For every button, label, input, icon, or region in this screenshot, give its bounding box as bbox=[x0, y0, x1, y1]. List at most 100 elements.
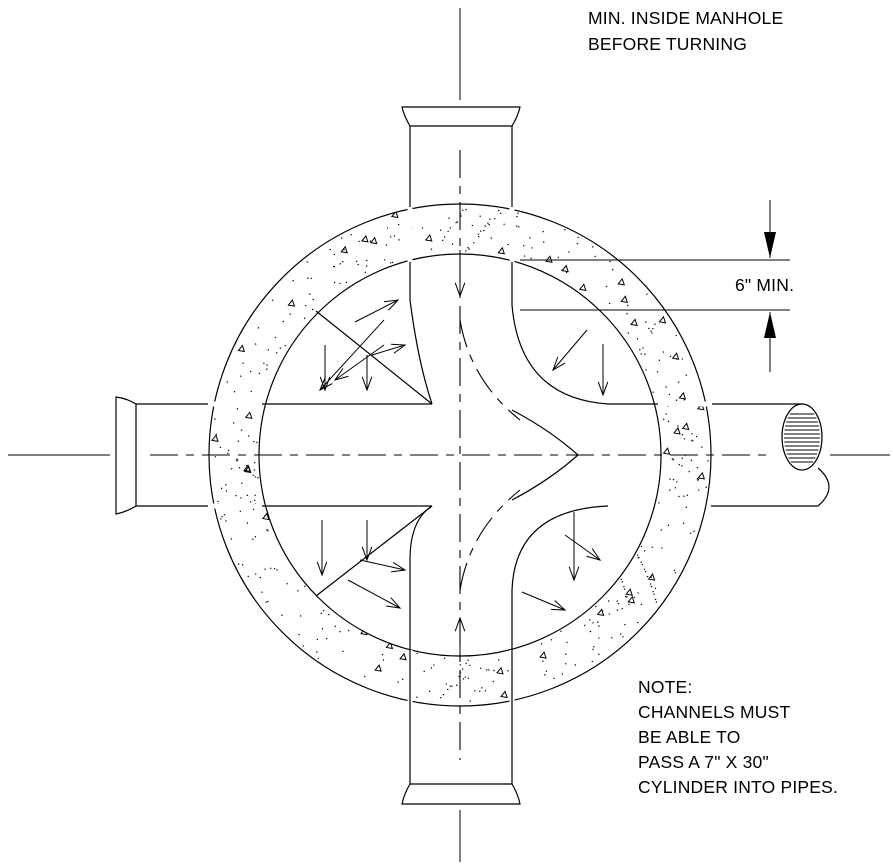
stipple-dot bbox=[471, 224, 474, 227]
stipple-dot bbox=[518, 226, 520, 228]
stipple-dot bbox=[468, 248, 470, 250]
stipple-dot bbox=[233, 391, 236, 393]
stipple-dot bbox=[397, 681, 399, 683]
stipple-dot bbox=[481, 687, 483, 689]
stipple-dot bbox=[616, 609, 619, 611]
stipple-dot bbox=[225, 484, 227, 486]
stipple-dot bbox=[479, 690, 481, 693]
stipple-dot bbox=[681, 457, 683, 460]
stipple-dot bbox=[333, 265, 336, 268]
stipple-dot bbox=[644, 353, 646, 355]
stipple-dot bbox=[442, 239, 444, 242]
stipple-dot bbox=[276, 569, 278, 571]
stipple-dot bbox=[267, 600, 269, 603]
stipple-dot bbox=[266, 364, 268, 366]
stipple-dot bbox=[530, 257, 532, 260]
stipple-dot bbox=[640, 561, 642, 563]
stipple-dot bbox=[681, 358, 683, 360]
stipple-dot bbox=[440, 229, 442, 231]
aggregate-mark bbox=[261, 512, 270, 521]
stipple-dot bbox=[598, 637, 600, 639]
aggregate-mark bbox=[678, 391, 687, 400]
stipple-dot bbox=[608, 613, 610, 615]
note-line2: BE ABLE TO bbox=[638, 727, 741, 747]
stipple-dot bbox=[449, 685, 451, 687]
stipple-dot bbox=[690, 459, 693, 462]
stipple-dot bbox=[423, 670, 425, 672]
stipple-dot bbox=[242, 362, 244, 364]
stipple-dot bbox=[484, 689, 487, 692]
stipple-dot bbox=[235, 458, 238, 460]
stipple-dot bbox=[649, 583, 652, 585]
stipple-dot bbox=[696, 466, 699, 469]
stipple-dot bbox=[230, 468, 233, 470]
flow-arrows bbox=[316, 250, 609, 660]
stipple-dot bbox=[624, 623, 626, 626]
stipple-dot bbox=[247, 575, 249, 578]
stipple-dot bbox=[220, 518, 222, 520]
stipple-dot bbox=[465, 662, 467, 665]
flow-arrow-head bbox=[386, 597, 402, 609]
aggregate-mark bbox=[658, 315, 667, 324]
stipple-dot bbox=[557, 256, 559, 259]
stipple-dot bbox=[469, 700, 471, 702]
stipple-dot bbox=[674, 572, 677, 574]
stipple-dot bbox=[451, 685, 453, 687]
stipple-dot bbox=[560, 630, 562, 632]
aggregate-mark bbox=[211, 434, 219, 442]
stipple-dot bbox=[447, 688, 449, 691]
stipple-dot bbox=[617, 602, 620, 605]
stipple-dot bbox=[448, 217, 450, 219]
centerlines bbox=[8, 8, 890, 862]
stipple-dot bbox=[663, 418, 665, 421]
flow-arrow-head bbox=[333, 368, 349, 381]
stipple-dot bbox=[494, 218, 496, 220]
stipple-dot bbox=[340, 237, 343, 239]
stipple-dot bbox=[334, 625, 336, 628]
stipple-dot bbox=[598, 653, 600, 655]
stipple-dot bbox=[235, 495, 237, 497]
aggregate-mark bbox=[627, 595, 636, 604]
stipple-dot bbox=[298, 633, 300, 636]
aggregate-mark bbox=[237, 344, 246, 353]
stipple-dot bbox=[325, 637, 328, 640]
stipple-dot bbox=[447, 230, 449, 233]
stipple-dot bbox=[623, 586, 625, 588]
stipple-dot bbox=[304, 585, 306, 588]
stipple-dot bbox=[345, 281, 348, 284]
stipple-dot bbox=[685, 506, 688, 509]
flow-arrow-head bbox=[454, 616, 466, 632]
aggregate-mark bbox=[374, 664, 382, 672]
stipple-dot bbox=[459, 664, 462, 666]
stipple-dot bbox=[316, 638, 319, 641]
stipple-dot bbox=[449, 227, 451, 229]
flow-arrow-head bbox=[550, 600, 567, 611]
stipple-dot bbox=[561, 673, 564, 675]
stipple-dot bbox=[675, 334, 677, 337]
stipple-dot bbox=[661, 547, 663, 549]
stipple-dot bbox=[665, 386, 667, 388]
stipple-dot bbox=[678, 495, 680, 498]
stipple-dot bbox=[673, 569, 676, 572]
stipple-dot bbox=[247, 435, 250, 437]
stipple-dot bbox=[484, 225, 486, 227]
stipple-dot bbox=[595, 605, 597, 608]
stipple-dot bbox=[483, 229, 485, 232]
stipple-dot bbox=[653, 593, 655, 595]
stipple-dot bbox=[540, 643, 543, 645]
stipple-dot bbox=[497, 209, 500, 212]
stipple-dot bbox=[221, 515, 223, 518]
stipple-dot bbox=[273, 567, 276, 570]
stipple-dot bbox=[608, 302, 611, 305]
stipple-dot bbox=[553, 677, 555, 680]
flow-arrow-head bbox=[568, 566, 580, 582]
stipple-dot bbox=[433, 664, 435, 666]
aggregate-mark bbox=[360, 234, 369, 243]
stipple-dot bbox=[214, 456, 217, 458]
stipple-dot bbox=[531, 247, 533, 249]
stipple-dot bbox=[254, 536, 257, 538]
aggregate-mark bbox=[497, 246, 506, 255]
stipple-dot bbox=[636, 338, 639, 340]
stipple-dot bbox=[219, 446, 222, 449]
stipple-dot bbox=[237, 440, 240, 442]
